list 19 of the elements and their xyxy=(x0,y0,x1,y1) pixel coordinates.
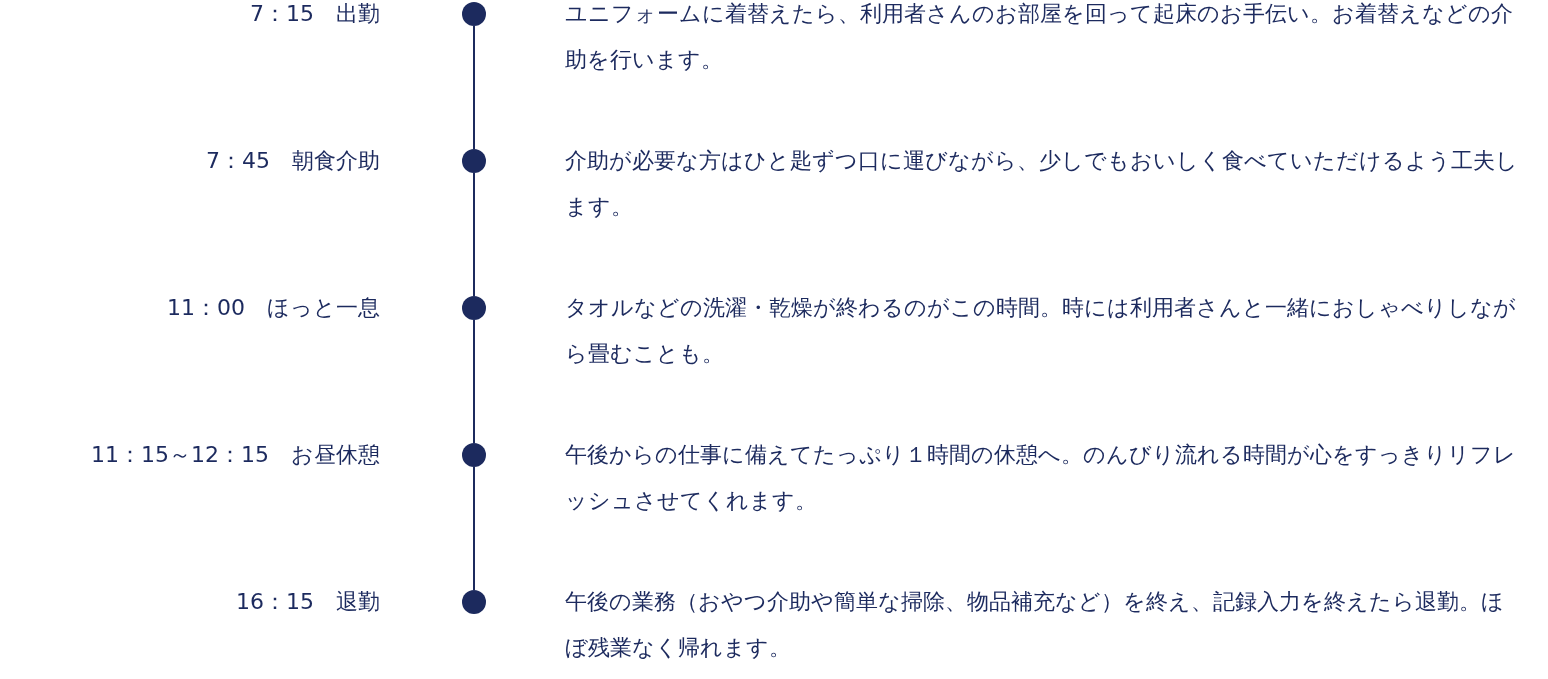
description-text: ユニフォームに着替えたら、利用者さんのお部屋を回って起床のお手伝い。お着替えなどの介助を行います。 xyxy=(565,0,1514,74)
time-label: 11：00 ほっと一息 xyxy=(167,294,380,322)
description-text: 午後の業務（おやつ介助や簡単な掃除、物品補充など）を終え、記録入力を終えたら退勤。ほぼ残業なく帰れます。 xyxy=(565,588,1505,662)
description-text: タオルなどの洗濯・乾燥が終わるのがこの時間。時には利用者さんと一緒におしゃべりしながら畳むことも。 xyxy=(565,294,1517,368)
timeline-line xyxy=(473,25,475,150)
description-text: 介助が必要な方はひと匙ずつ口に運びながら、少しでもおいしく食べていただけるよう工夫します。 xyxy=(565,147,1519,221)
timeline-dot xyxy=(462,149,486,173)
timeline-line xyxy=(473,466,475,591)
timeline-line xyxy=(473,172,475,297)
time-label: 16：15 退勤 xyxy=(236,588,380,616)
description-text: 午後からの仕事に備えてたっぷり１時間の休憩へ。のんびり流れる時間が心をすっきりリフレッシュさせてくれます。 xyxy=(565,441,1517,515)
timeline-line xyxy=(473,319,475,444)
time-label: 7：45 朝食介助 xyxy=(206,147,380,175)
time-label: 11：15～12：15 お昼休憩 xyxy=(91,441,380,469)
timeline-dot xyxy=(462,296,486,320)
timeline-dot xyxy=(462,443,486,467)
timeline-dot xyxy=(462,2,486,26)
timeline-dot xyxy=(462,590,486,614)
time-label: 7：15 出勤 xyxy=(250,0,380,28)
